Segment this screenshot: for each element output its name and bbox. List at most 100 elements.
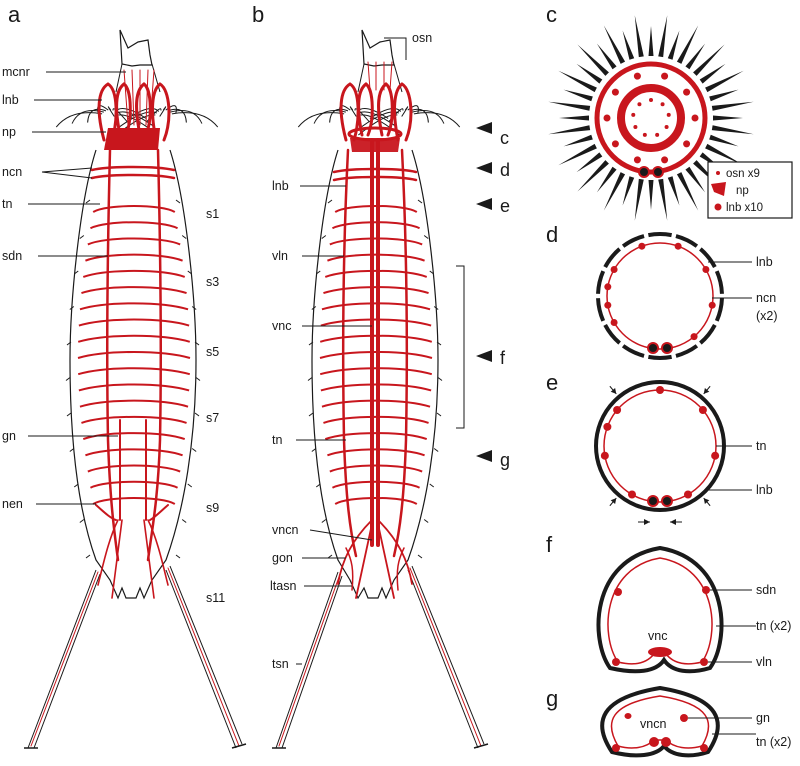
segment-notch: [417, 199, 423, 204]
transverse-nerve: [82, 432, 186, 441]
panel-a-segment-s5: s5: [206, 345, 219, 359]
radiating-spine: [563, 89, 593, 102]
lnb-dot: [633, 72, 641, 80]
segment-notch: [187, 270, 193, 275]
panel-b-np-block: [350, 138, 400, 152]
radiating-spine: [577, 160, 609, 192]
fan-seta: [87, 108, 107, 123]
panel-a-right-spine-tip: [231, 743, 247, 749]
section-marker-f-arrow: [476, 350, 492, 362]
lnb-dot: [604, 301, 612, 309]
transverse-nerve: [319, 334, 433, 343]
segment-notch: [175, 199, 181, 204]
panel-b-osn: [367, 61, 393, 91]
fan-seta: [55, 112, 103, 128]
lnb-dot: [604, 283, 612, 291]
panel-a-left-tail-nerve: [30, 571, 99, 747]
lnb-dot: [683, 88, 691, 96]
segment-notch: [181, 235, 187, 239]
transverse-nerve: [323, 415, 429, 424]
transverse-nerve: [320, 383, 432, 392]
segment-notch: [195, 377, 201, 381]
panel-f-letter: f: [546, 532, 553, 557]
cuticle-plate: [699, 247, 717, 269]
panel-c-ventral-pair-right: [652, 166, 664, 178]
lnb-dot: [674, 242, 682, 250]
panel-a-gn: [119, 419, 147, 521]
transverse-nerve: [329, 237, 423, 246]
panel-g-cuticle: [600, 685, 720, 758]
transverse-nerve: [89, 480, 179, 489]
section-marker-g: g: [500, 450, 510, 470]
transverse-nerve: [77, 367, 191, 376]
segment-notch: [429, 483, 435, 488]
cuticle-plate: [603, 247, 621, 269]
panel-b-label-gon: gon: [272, 551, 293, 565]
segment-notch: [187, 483, 193, 488]
radiating-spine: [648, 180, 654, 210]
section-marker-d: d: [500, 160, 510, 180]
section-marker-e-arrow: [476, 198, 492, 210]
panel-f-dot-vln-right: [700, 658, 708, 666]
radiating-spine: [709, 89, 739, 102]
panel-c-ventral-pair-left: [638, 166, 650, 178]
panel-a-segment-s7: s7: [206, 411, 219, 425]
panel-b-body-outline: [311, 149, 439, 600]
lnb-dot: [661, 72, 669, 80]
panel-a-label-sdn: sdn: [2, 249, 22, 263]
panel-b-ncn: [332, 167, 418, 182]
panel-a-segment-s11: s11: [206, 591, 225, 605]
panel-b-label-vncn: vncn: [272, 523, 298, 537]
segment-notch: [191, 448, 197, 452]
radiating-spine: [699, 63, 726, 84]
section-marker-c-arrow: [476, 122, 492, 134]
radiating-spine: [676, 172, 699, 211]
fan-seta: [329, 108, 349, 123]
radiating-spine: [658, 178, 668, 221]
lnb-dot: [661, 156, 669, 164]
cuticle-plate: [648, 354, 672, 360]
panel-c: c osn x9 np lnb x10: [546, 2, 793, 221]
panel-d-letter: d: [546, 222, 558, 247]
segment-notch: [433, 306, 439, 310]
radiating-spine: [634, 178, 644, 221]
panel-c-lnb-dots: [603, 72, 699, 164]
panel-a-segment-s3: s3: [206, 275, 219, 289]
panel-a-caudal-nerves: [97, 519, 169, 599]
fan-seta: [170, 109, 203, 124]
lnb-dot: [613, 406, 622, 415]
radiating-spine: [622, 176, 635, 206]
panel-a-label-ncn: ncn: [2, 165, 22, 179]
fan-seta: [412, 109, 445, 124]
segment-notch: [66, 412, 72, 417]
segment-notch: [69, 306, 75, 310]
cuticle-plate: [675, 234, 699, 248]
fan-seta: [297, 112, 345, 128]
panel-c-radiating-spines: [548, 15, 754, 221]
transverse-nerve: [327, 253, 425, 262]
panel-f-dot-sdn-right: [702, 586, 710, 594]
section-f-bracket: [456, 265, 465, 429]
panel-c-np-ring: [617, 84, 685, 152]
segment-notch: [79, 235, 85, 239]
lnb-dot: [610, 319, 618, 326]
panel-c-legend-np-symbol: [711, 182, 726, 196]
segment-notch: [79, 519, 85, 523]
osn-dot: [655, 132, 660, 137]
transverse-nerve: [334, 205, 418, 213]
cuticle-plate: [648, 232, 672, 238]
fan-seta: [409, 108, 429, 123]
section-marker-f: f: [500, 348, 506, 368]
transverse-nerve: [78, 318, 190, 327]
panel-g-vncn-right: [661, 737, 671, 747]
panel-f-vnc-mass: [648, 647, 672, 657]
segment-notch: [315, 483, 321, 488]
panel-e-lnb-dots: [600, 386, 720, 507]
radiating-spine: [676, 25, 699, 64]
panel-b: b osn lnb vln vnc tn vncn: [252, 2, 510, 749]
fan-seta: [349, 106, 357, 117]
cuticle-plate: [596, 298, 606, 322]
osn-dot: [666, 112, 671, 117]
panel-g: g gn tn (x2) vncn: [546, 685, 791, 758]
segment-notch: [327, 199, 333, 204]
